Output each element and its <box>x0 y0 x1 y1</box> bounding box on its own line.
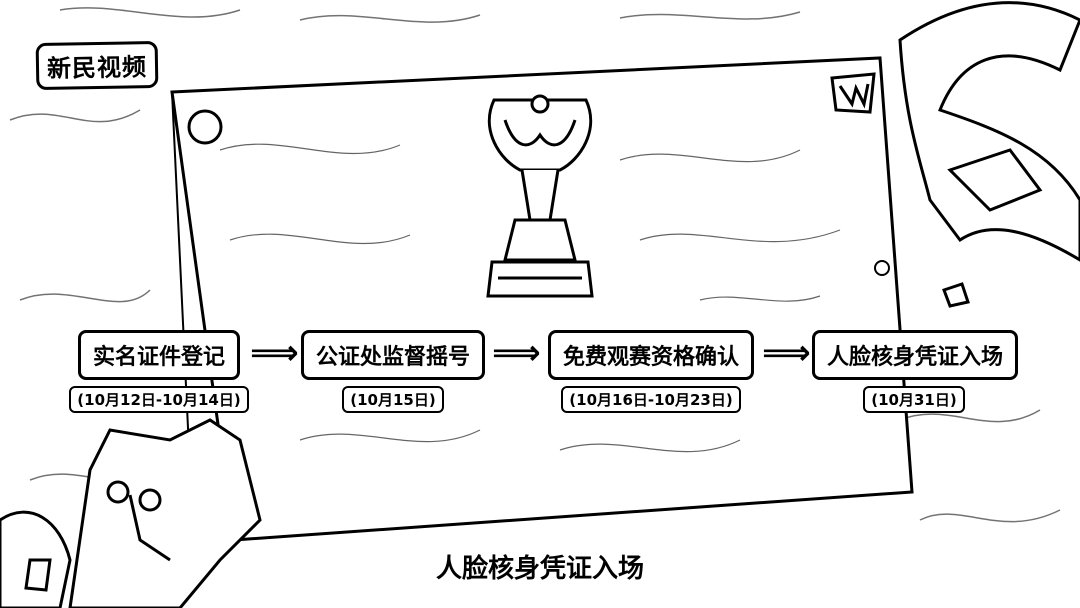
step-label: 免费观赛资格确认 <box>548 330 754 380</box>
subtitle-caption: 人脸核身凭证入场 <box>0 548 1080 585</box>
step-date: (10月15日) <box>342 386 443 413</box>
step-label: 实名证件登记 <box>78 330 240 380</box>
subtitle-text: 人脸核身凭证入场 <box>428 548 652 585</box>
step-date: (10月12日-10月14日) <box>69 386 248 413</box>
step-2: 公证处监督摇号 (10月15日) <box>300 330 486 413</box>
step-label: 人脸核身凭证入场 <box>812 330 1018 380</box>
arrow-right-icon: ⟹ <box>492 336 541 370</box>
arrow-right-icon: ⟹ <box>762 336 811 370</box>
step-3: 免费观赛资格确认 (10月16日-10月23日) <box>546 330 756 413</box>
channel-logo: 新民视频 <box>36 41 159 90</box>
step-label: 公证处监督摇号 <box>301 330 485 380</box>
arrow-right-icon: ⟹ <box>250 336 299 370</box>
character-right <box>900 3 1080 306</box>
step-date: (10月16日-10月23日) <box>561 386 740 413</box>
step-1: 实名证件登记 (10月12日-10月14日) <box>64 330 254 413</box>
worlds-logo-icon <box>832 74 874 112</box>
step-4: 人脸核身凭证入场 (10月31日) <box>812 330 1016 413</box>
step-date: (10月31日) <box>863 386 964 413</box>
